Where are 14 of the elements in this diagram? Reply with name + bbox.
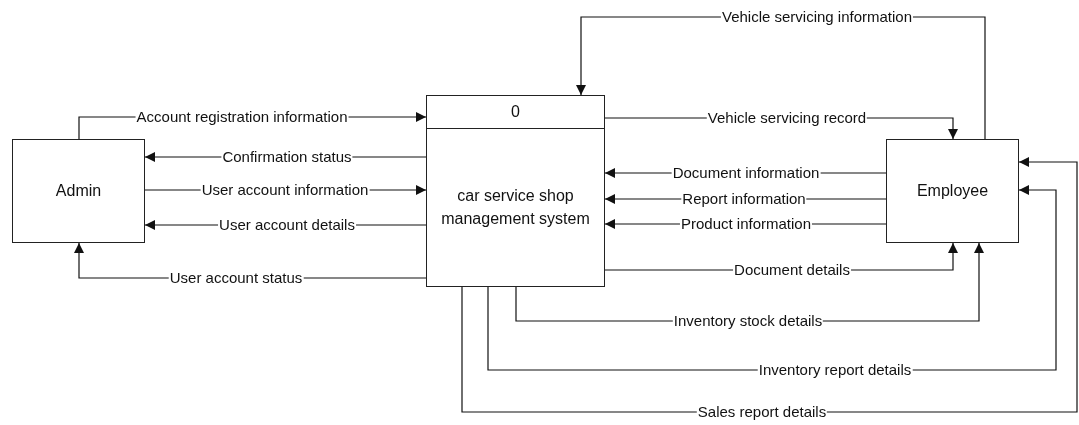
process-box [426,95,605,287]
edge-label: Inventory report details [757,361,913,379]
entity-box [886,139,1019,243]
edge-label: Account registration information [135,108,349,126]
entity-name: Employee [916,180,989,201]
process-number: 0 [427,96,604,129]
process-name: car service shop management system [440,186,591,229]
entity-name: Admin [55,180,102,201]
edge-label: Sales report details [696,403,828,421]
edge-label: Inventory stock details [672,312,824,330]
edge-label: Vehicle servicing record [706,109,868,127]
edge-label: Report information [681,190,807,208]
edge-label: Vehicle servicing information [720,8,914,26]
entity-box [12,139,145,243]
